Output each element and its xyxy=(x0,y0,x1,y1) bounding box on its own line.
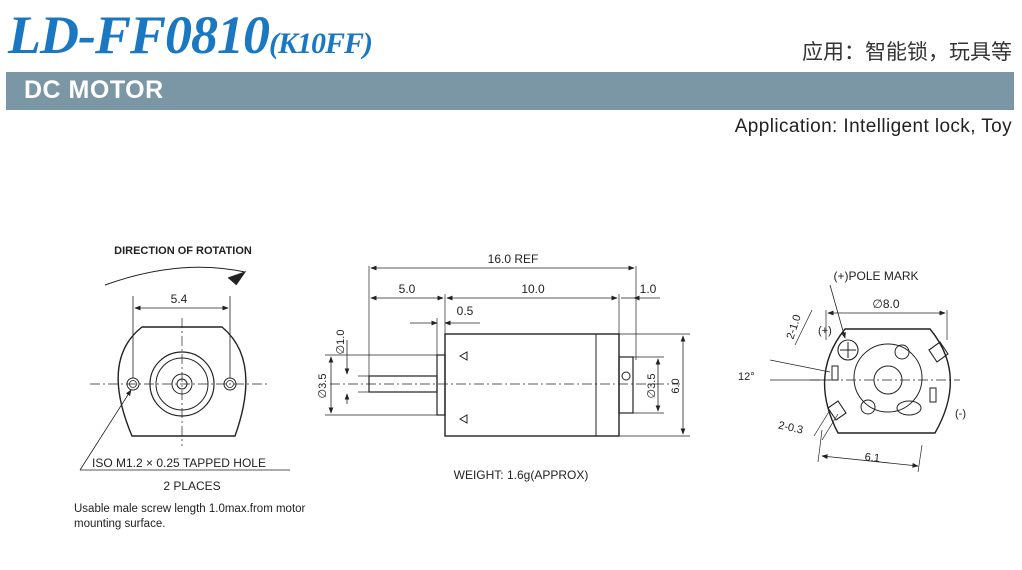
model-title: LD-FF0810(K10FF) xyxy=(8,0,373,70)
tapped-hole-right xyxy=(223,377,237,391)
rear-dim-slot: 2-0.3 xyxy=(777,420,804,437)
rotation-label: DIRECTION OF ROTATION xyxy=(114,245,252,257)
rear-view: (+)POLE MARK ∅8.0 12° 2-1.0 ( xyxy=(738,269,966,473)
screw-length-note: Usable male screw length 1.0max.from mot… xyxy=(74,503,306,530)
side-dim-boss-dia-rear: ∅3.5 xyxy=(646,374,658,399)
polarity-mark-icon xyxy=(458,351,468,361)
rotation-arrowhead-icon xyxy=(227,271,247,286)
rear-body-outline xyxy=(823,328,952,434)
side-dim-body: 10.0 xyxy=(521,282,545,296)
side-dim-shaft: 5.0 xyxy=(399,282,416,296)
front-dim-width: 5.4 xyxy=(171,292,188,306)
application-english: Application: Intelligent lock, Toy xyxy=(734,116,1012,137)
pole-mark-label: (+)POLE MARK xyxy=(833,269,918,283)
plus-label: (+) xyxy=(818,325,832,337)
tapped-hole-left xyxy=(126,377,140,391)
weight-label: WEIGHT: 1.6g(APPROX) xyxy=(454,468,589,482)
motor-body xyxy=(444,333,620,437)
side-dim-boss-dia: ∅3.5 xyxy=(317,374,329,399)
category-label: DC MOTOR xyxy=(24,76,164,104)
side-dim-height: 6.0 xyxy=(670,378,682,393)
model-number: LD-FF0810 xyxy=(8,5,270,65)
model-suffix: (K10FF) xyxy=(269,27,373,60)
application-chinese: 应用：智能锁，玩具等 xyxy=(802,40,1012,64)
side-dim-offset: 0.5 xyxy=(457,304,474,318)
category-band: DC MOTOR xyxy=(6,72,1014,110)
rear-dim-terminal: 2-1.0 xyxy=(785,313,804,341)
rear-dim-span: 6.1 xyxy=(864,451,880,465)
minus-label: (-) xyxy=(955,408,966,420)
front-boss xyxy=(436,354,446,416)
rear-cap xyxy=(618,356,634,414)
front-body-outline xyxy=(117,326,247,437)
front-view: DIRECTION OF ROTATION 5.4 ISO M1.2 × 0.2… xyxy=(79,245,290,493)
side-dim-cap: 1.0 xyxy=(640,282,657,296)
hole-places: 2 PLACES xyxy=(163,479,220,493)
rear-dim-angle: 12° xyxy=(738,371,755,383)
rear-dim-dia: ∅8.0 xyxy=(872,297,899,311)
terminal-minus xyxy=(929,387,937,403)
polarity-mark-icon xyxy=(458,414,468,424)
hole-callout: ISO M1.2 × 0.25 TAPPED HOLE xyxy=(92,456,266,470)
side-dim-shaft-dia: ∅1.0 xyxy=(335,330,347,355)
side-dim-total: 16.0 REF xyxy=(488,252,539,266)
rotation-arrow xyxy=(104,266,246,286)
side-view: 16.0 REF 5.0 10.0 1.0 0.5 ∅1.0 xyxy=(317,252,690,482)
pole-mark-icon xyxy=(837,339,859,361)
terminal-plus xyxy=(831,365,839,381)
